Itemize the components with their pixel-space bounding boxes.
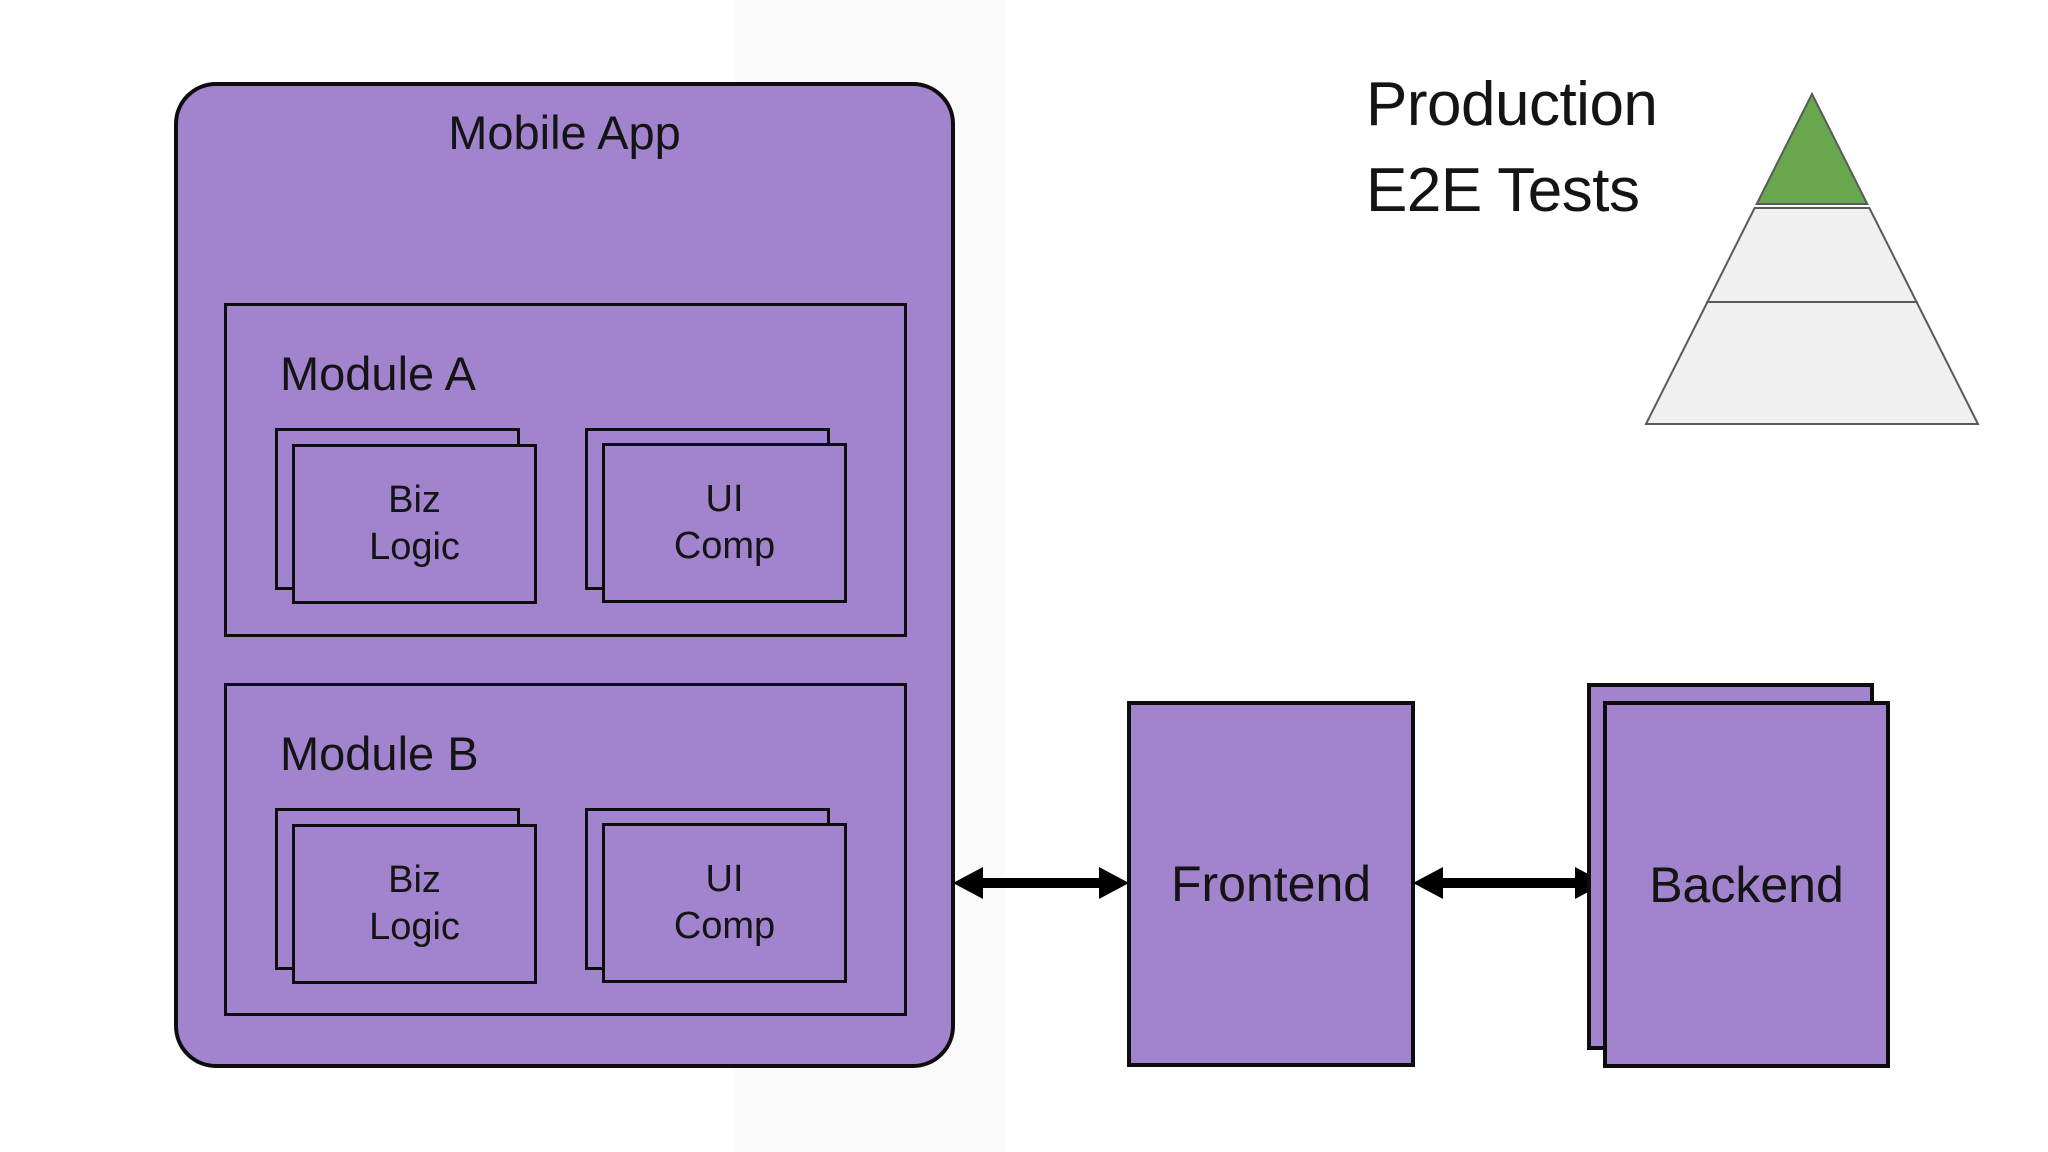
mobile-app-box: Mobile App Module A Biz Logic UI Comp Mo… — [174, 82, 955, 1068]
pyramid-bottom-section — [1644, 301, 1980, 425]
module-a-ui-comp-label: UI Comp — [673, 478, 776, 567]
backend-box: Backend — [1603, 701, 1890, 1068]
module-a-biz-logic-label: Biz Logic — [369, 479, 460, 568]
module-a-label: Module A — [280, 347, 476, 400]
pyramid-top-section-e2e — [1755, 91, 1869, 205]
pyramid-middle-section — [1705, 207, 1919, 303]
backend-label: Backend — [1649, 856, 1844, 913]
double-arrow-shape — [1413, 867, 1605, 899]
module-a-biz-logic-card: Biz Logic — [292, 444, 537, 604]
arrow-frontend-backend-icon — [1413, 867, 1605, 899]
backend-stack: Backend — [1587, 683, 1890, 1068]
test-pyramid-icon — [1644, 91, 1980, 425]
pyramid-caption: Production E2E Tests — [1366, 62, 1658, 234]
module-b-box: Module B Biz Logic UI Comp — [224, 683, 907, 1016]
module-b-biz-logic-card: Biz Logic — [292, 824, 537, 984]
double-arrow-shape — [953, 867, 1129, 899]
frontend-box: Frontend — [1127, 701, 1415, 1067]
module-b-biz-logic-label: Biz Logic — [369, 859, 460, 948]
arrow-mobile-frontend-icon — [953, 867, 1129, 899]
frontend-label: Frontend — [1170, 856, 1372, 912]
module-a-ui-comp-card: UI Comp — [602, 443, 847, 603]
module-b-ui-comp-label: UI Comp — [673, 858, 776, 947]
module-b-label: Module B — [280, 727, 479, 780]
pyramid-caption-line2: E2E Tests — [1366, 156, 1640, 225]
module-b-ui-comp-card: UI Comp — [602, 823, 847, 983]
module-a-box: Module A Biz Logic UI Comp — [224, 303, 907, 637]
pyramid-caption-line1: Production — [1366, 70, 1658, 139]
mobile-app-title: Mobile App — [448, 106, 681, 159]
